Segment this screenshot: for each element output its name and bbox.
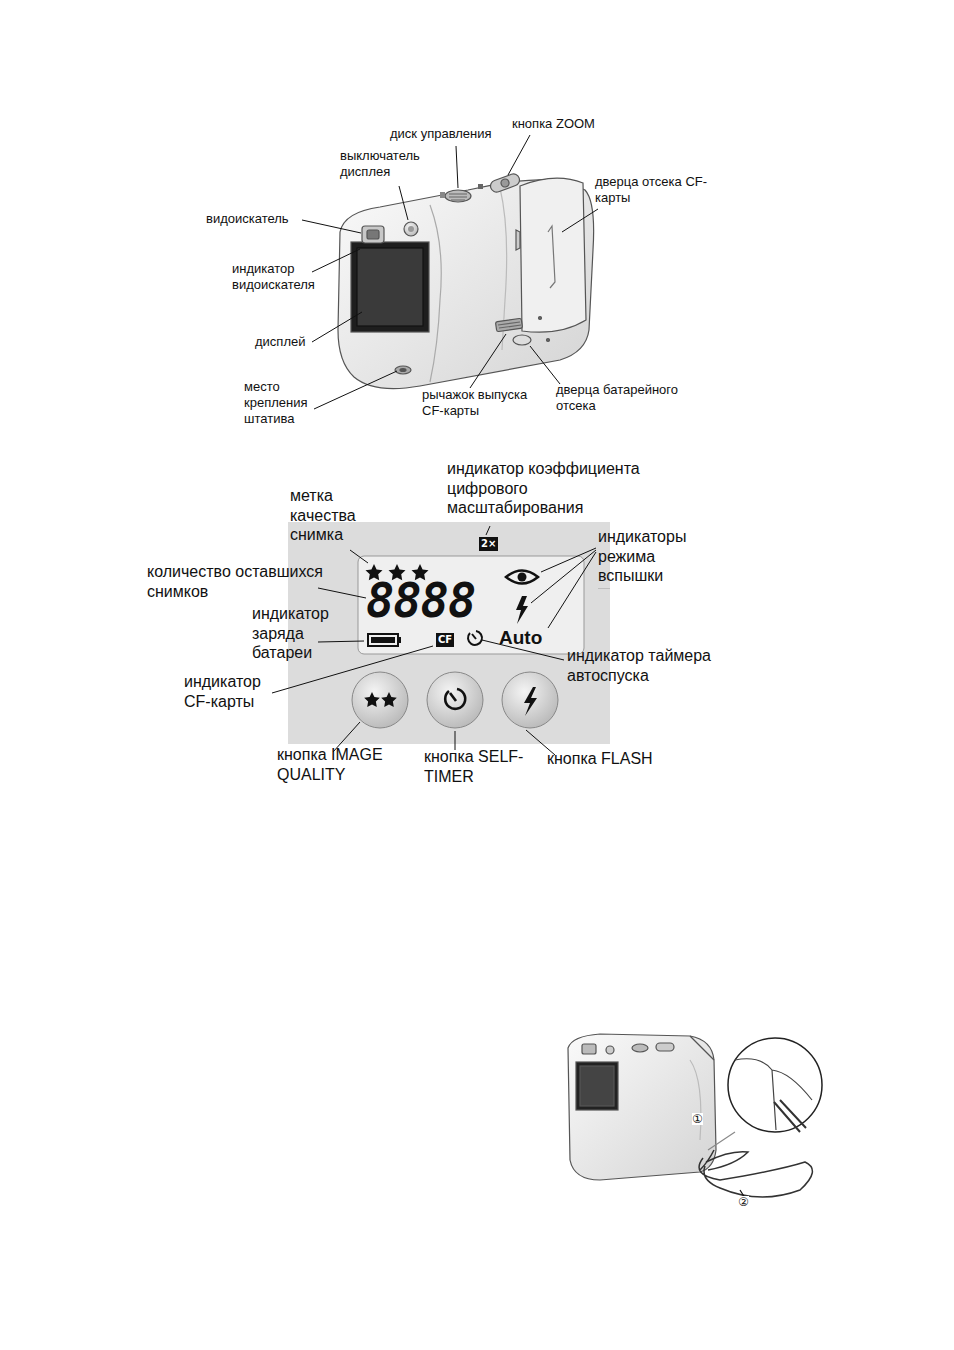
callout-number: ② [738, 1196, 749, 1208]
part-label: дисплей [255, 334, 317, 350]
timer-icon [468, 631, 482, 645]
indicator-label: индикатор заряда батареи [252, 604, 347, 663]
indicator-label: индикатор таймера автоспуска [567, 646, 752, 685]
control-panel [288, 522, 610, 744]
flash-auto-text: Auto [499, 628, 542, 647]
indicator-label: количество оставшихся снимков [147, 562, 362, 601]
callout-number: ① [692, 1113, 703, 1125]
cf-card-badge: CF [436, 633, 454, 647]
part-label: выключатель дисплея [340, 148, 428, 180]
indicator-label: метка качества снимка [290, 486, 380, 545]
flash-icon [516, 596, 528, 624]
zoom-factor-badge: 2× [479, 537, 498, 551]
shot-counter: 8888 [366, 577, 475, 624]
indicator-label: индикатор CF-карты [184, 672, 284, 711]
part-label: дверца отсека CF-карты [595, 174, 715, 206]
part-label: диск управления [390, 126, 505, 142]
indicator-label: индикатор коэффициента цифрового масштаб… [447, 459, 652, 518]
indicator-label: индикаторы режима вспышки [598, 527, 713, 586]
button-label: кнопка FLASH [547, 749, 687, 769]
part-label: место крепления штатива [244, 379, 316, 427]
button-label: кнопка SELF-TIMER [424, 747, 539, 786]
button-label: кнопка IMAGE QUALITY [277, 745, 417, 784]
camera-body [338, 172, 594, 388]
part-label: рычажок выпуска CF-карты [422, 387, 552, 419]
part-label: кнопка ZOOM [512, 116, 622, 132]
part-label: индикатор видоискателя [232, 261, 324, 293]
battery-icon [368, 634, 401, 646]
leader-lines [302, 135, 598, 409]
camera-with-strap [568, 1034, 822, 1198]
part-label: видоискатель [206, 211, 306, 227]
part-label: дверца батарейного отсека [556, 382, 701, 414]
red-eye-icon [506, 571, 538, 584]
leader-lines [272, 526, 596, 755]
